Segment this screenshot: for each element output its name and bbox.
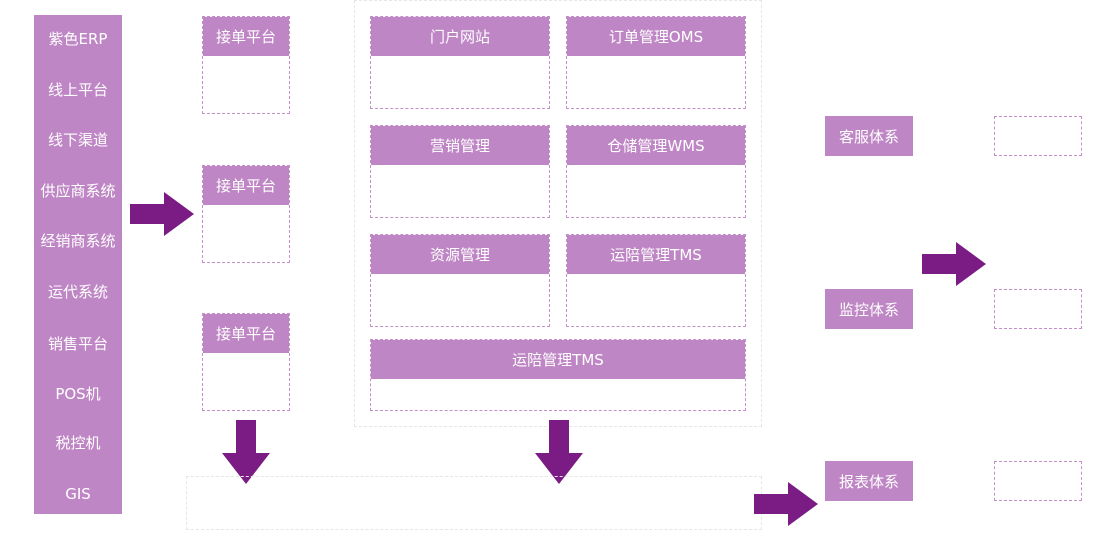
source-transport: 运代系统	[47, 283, 108, 301]
source-supplier: 供应商系统	[40, 182, 116, 200]
order-platform-card: 接单平台	[202, 313, 290, 411]
module-wms-title: 仓储管理WMS	[567, 126, 745, 165]
bottom-container	[186, 476, 762, 530]
module-tms-wide: 运陪管理TMS	[370, 339, 746, 411]
module-oms: 订单管理OMS	[566, 16, 746, 109]
order-platform-card: 接单平台	[202, 16, 290, 114]
source-online: 线上平台	[47, 81, 108, 99]
monitoring-system: 监控体系	[825, 289, 913, 329]
module-tms-wide-title: 运陪管理TMS	[371, 340, 745, 379]
customer-service-system: 客服体系	[825, 116, 913, 156]
module-oms-title: 订单管理OMS	[567, 17, 745, 56]
source-erp: 紫色ERP	[48, 30, 108, 48]
down-arrow-icon	[535, 420, 583, 484]
order-platform-title: 接单平台	[203, 314, 289, 353]
right-arrow-icon	[754, 482, 818, 526]
source-tax: 税控机	[55, 434, 101, 452]
source-offline: 线下渠道	[47, 131, 108, 149]
source-gis: GIS	[65, 485, 91, 503]
module-tms: 运陪管理TMS	[566, 234, 746, 327]
module-portal: 门户网站	[370, 16, 550, 109]
reporting-system: 报表体系	[825, 461, 913, 501]
right-arrow-icon	[130, 192, 194, 236]
order-platform-title: 接单平台	[203, 166, 289, 205]
source-pos: POS机	[55, 385, 101, 403]
order-platform-card: 接单平台	[202, 165, 290, 263]
module-wms: 仓储管理WMS	[566, 125, 746, 218]
order-platform-title: 接单平台	[203, 17, 289, 56]
source-systems-panel: 紫色ERP 线上平台 线下渠道 供应商系统 经销商系统 运代系统 销售平台 PO…	[34, 15, 122, 514]
module-resource-title: 资源管理	[371, 235, 549, 274]
source-dealer: 经销商系统	[40, 232, 116, 250]
module-marketing: 营销管理	[370, 125, 550, 218]
empty-target-box	[994, 289, 1082, 329]
module-resource: 资源管理	[370, 234, 550, 327]
module-marketing-title: 营销管理	[371, 126, 549, 165]
module-tms-title: 运陪管理TMS	[567, 235, 745, 274]
right-arrow-icon	[922, 242, 986, 286]
empty-target-box	[994, 461, 1082, 501]
source-sales: 销售平台	[47, 335, 108, 353]
down-arrow-icon	[222, 420, 270, 484]
empty-target-box	[994, 116, 1082, 156]
module-portal-title: 门户网站	[371, 17, 549, 56]
